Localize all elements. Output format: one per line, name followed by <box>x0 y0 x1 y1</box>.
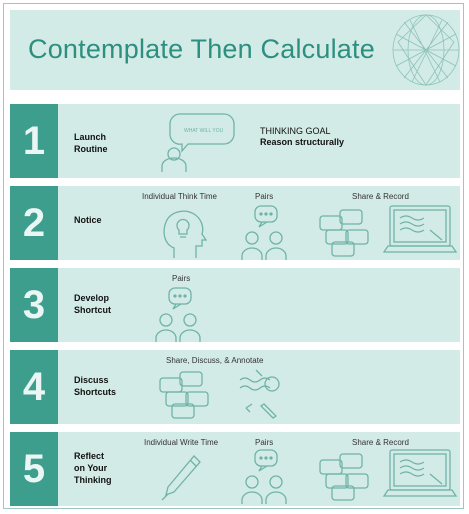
step-label: Launch Routine <box>74 132 108 154</box>
laptop-icon <box>382 449 458 497</box>
goal-heading: THINKING GOAL <box>260 126 331 136</box>
pencil-icon <box>161 455 201 501</box>
caption-share-discuss-annotate: Share, Discuss, & Annotate <box>166 356 264 365</box>
caption-pairs: Pairs <box>255 192 274 201</box>
bubble-text: WHAT WILL YOU <box>184 128 224 134</box>
goal-text: Reason structurally <box>260 137 345 147</box>
step-number: 2 <box>10 186 58 260</box>
thinking-goal: THINKING GOAL Reason structurally <box>260 126 344 148</box>
step-label: Discuss Shortcuts <box>74 375 117 397</box>
speech-person-icon: WHAT WILL YOU <box>161 113 235 172</box>
chat-bubbles-icon <box>159 371 209 419</box>
step-number: 1 <box>10 104 58 178</box>
step-row-1: 1 Launch Routine WHAT WILL YOU THINKING … <box>10 104 460 178</box>
caption-pairs: Pairs <box>255 438 274 447</box>
laptop-icon <box>382 205 458 253</box>
step-label: Develop Shortcut <box>74 293 111 315</box>
globe-icon <box>392 14 460 86</box>
step-row-5: 5 Reflect on Your Thinking Individual Wr… <box>10 432 460 506</box>
pairs-chat-icon <box>241 205 287 260</box>
caption-write-time: Individual Write Time <box>144 438 219 447</box>
caption-think-time: Individual Think Time <box>142 192 217 201</box>
step-row-2: 2 Notice Individual Think Time Pairs Sha… <box>10 186 460 260</box>
caption-pairs: Pairs <box>172 274 191 283</box>
pairs-chat-icon <box>241 449 287 504</box>
step-number: 4 <box>10 350 58 424</box>
step-number: 3 <box>10 268 58 342</box>
caption-share-record: Share & Record <box>352 192 409 201</box>
step-label: Reflect on Your Thinking <box>74 451 112 485</box>
chat-bubbles-icon <box>319 209 369 257</box>
step-label: Notice <box>74 215 102 225</box>
caption-share-record: Share & Record <box>352 438 409 447</box>
thinking-head-icon <box>163 210 208 258</box>
chat-bubbles-icon <box>319 453 369 501</box>
step-row-3: 3 Develop Shortcut Pairs <box>10 268 460 342</box>
pairs-chat-icon <box>155 287 201 342</box>
step-row-4: 4 Discuss Shortcuts Share, Discuss, & An… <box>10 350 460 424</box>
step-number: 5 <box>10 432 58 506</box>
page-title: Contemplate Then Calculate <box>28 34 375 64</box>
title-banner: Contemplate Then Calculate <box>10 10 460 90</box>
annotate-icon <box>239 369 280 419</box>
